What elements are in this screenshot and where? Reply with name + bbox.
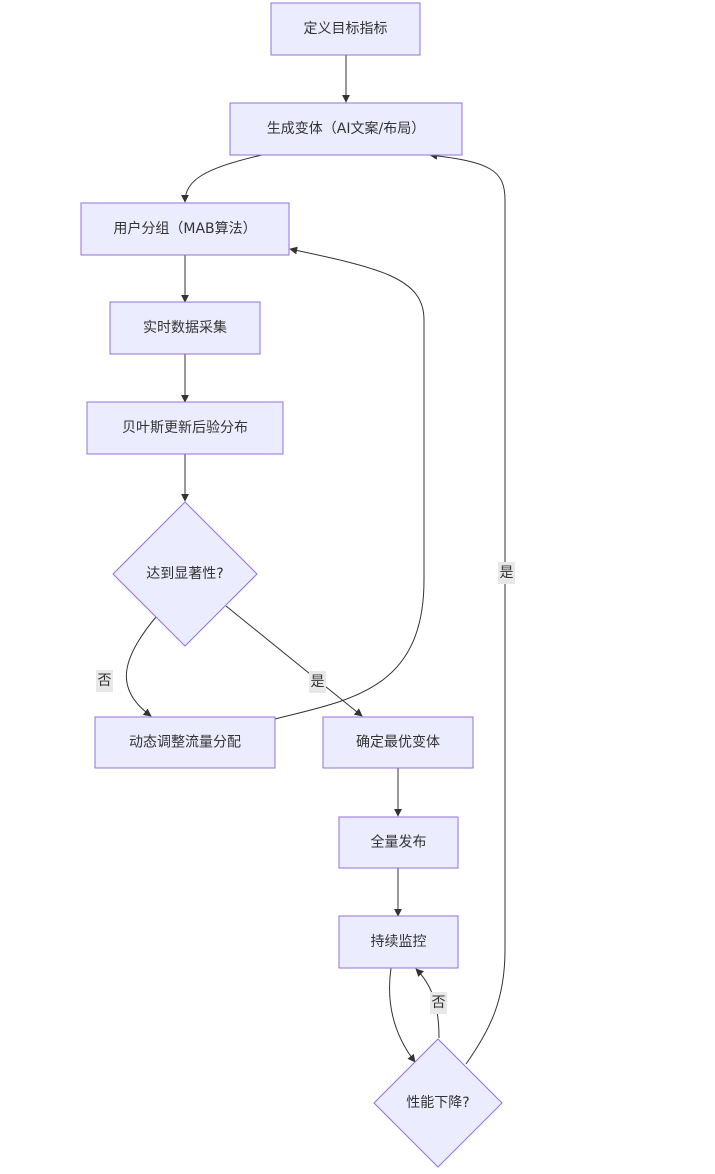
node-realtime-collection: 实时数据采集 [109,301,261,355]
node-performance-drop: 性能下降? [373,1038,503,1168]
node-full-release-label: 全量发布 [371,834,427,851]
edge-significance-no [126,616,157,717]
node-monitoring-label: 持续监控 [371,933,427,950]
edge-label-significance-yes: 是 [311,674,325,690]
node-monitoring: 持续监控 [338,915,459,969]
node-significance-check-label: 达到显著性? [146,566,223,582]
node-user-grouping: 用户分组（MAB算法） [80,202,290,256]
node-user-grouping-label: 用户分组（MAB算法） [113,220,256,237]
node-realtime-collection-label: 实时数据采集 [143,319,227,336]
node-full-release: 全量发布 [338,816,459,869]
node-significance-check: 达到显著性? [112,501,258,647]
edge-labels: 否 是 否 是 [96,562,515,1014]
edge-generate-to-grouping [181,154,263,203]
node-define-metrics-label: 定义目标指标 [304,21,388,37]
edge-traffic-to-grouping [274,246,425,720]
node-dynamic-traffic-label: 动态调整流量分配 [129,735,241,751]
node-performance-drop-label: 性能下降? [406,1095,469,1111]
node-generate-variants-label: 生成变体（AI文案/布局） [267,120,425,137]
edge-label-drop-yes: 是 [500,565,514,581]
edge-label-drop-no: 否 [432,995,446,1011]
edge-significance-yes [225,605,363,717]
node-dynamic-traffic: 动态调整流量分配 [94,716,276,769]
node-define-metrics: 定义目标指标 [270,2,421,56]
edge-label-significance-no: 否 [98,673,112,689]
edges [126,55,506,1065]
node-best-variant-label: 确定最优变体 [356,735,440,751]
node-best-variant: 确定最优变体 [322,716,474,769]
edge-monitoring-to-drop [389,967,416,1063]
node-bayesian-update: 贝叶斯更新后验分布 [86,401,284,455]
node-generate-variants: 生成变体（AI文案/布局） [229,102,463,156]
node-bayesian-update-label: 贝叶斯更新后验分布 [122,420,248,436]
edge-drop-yes [429,151,506,1065]
